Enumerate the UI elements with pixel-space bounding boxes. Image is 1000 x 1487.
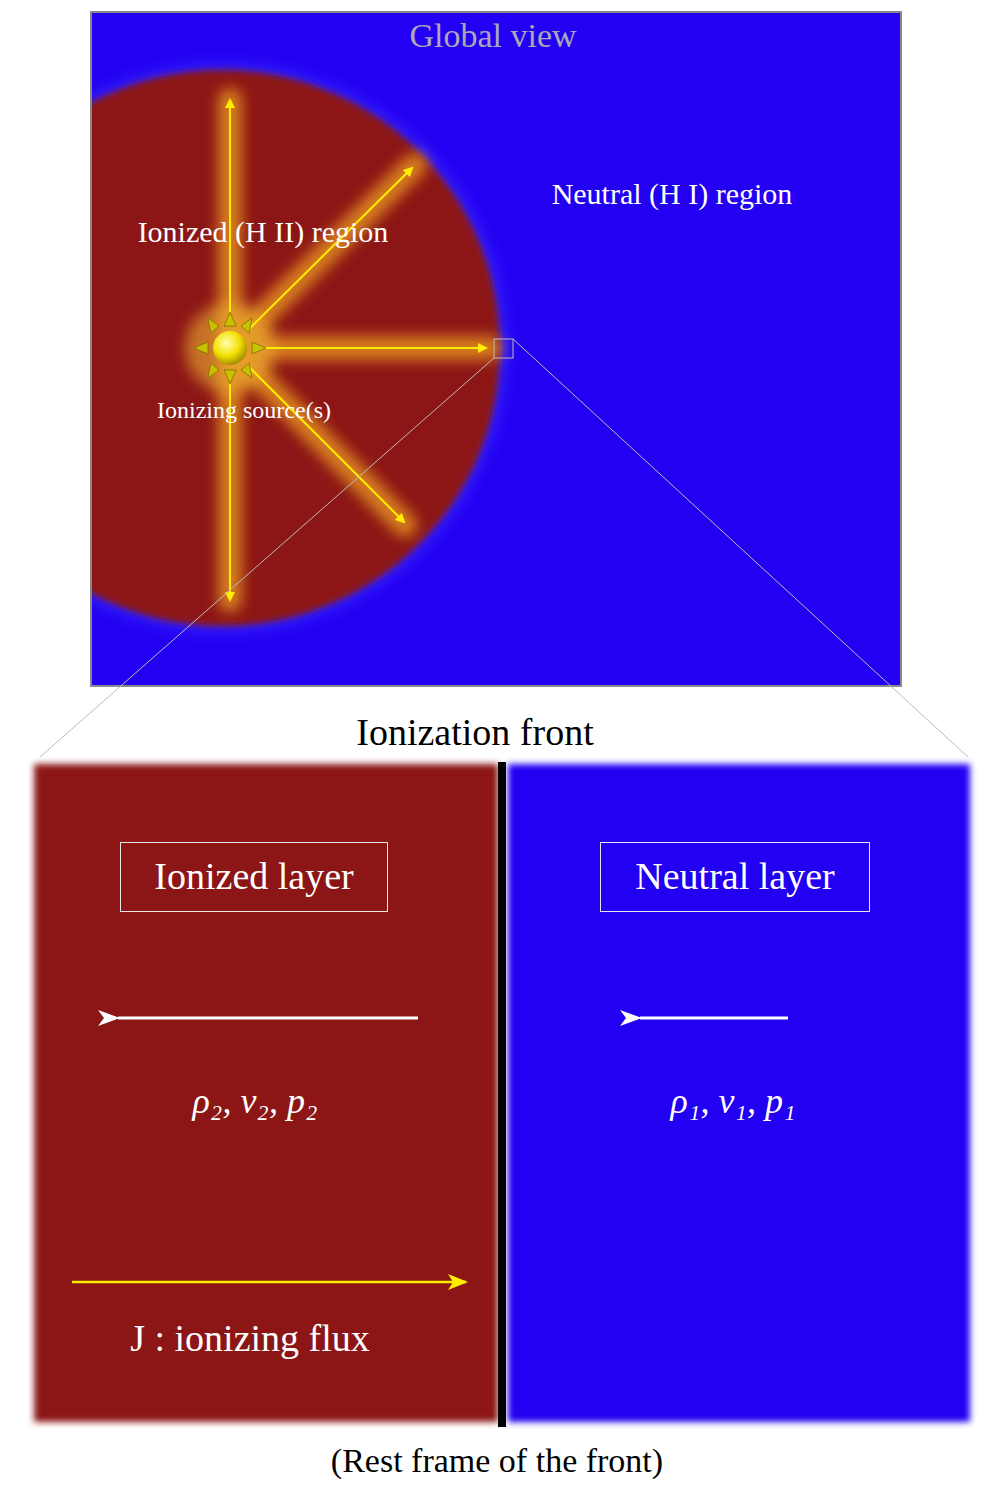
ionized-layer [34,764,498,1422]
flux-label: J : ionizing flux [130,1317,370,1361]
layer-label-box: Ionized layer [120,842,388,912]
ionizing-source [213,331,247,365]
ionized-region [92,70,500,626]
state-variables: ρ₁, v₁, p₁ [671,1081,796,1122]
ionization-front-line [498,762,506,1427]
zoom-line [40,358,494,757]
source-label: Ionizing source(s) [157,397,331,425]
state-variables: ρ₂, v₂, p₂ [193,1081,318,1122]
panel-title: Global view [409,16,576,55]
front-label: Ionization front [356,711,593,755]
sun-spikes [194,312,266,384]
flow-arrow [118,1017,418,1020]
layer-label: Ionized layer [154,856,353,898]
zoom-box [494,339,513,358]
region-label: Ionized (H II) region [138,215,389,250]
layer-label: Neutral layer [635,856,834,898]
flow-arrow [640,1017,788,1020]
neutral-layer [508,764,970,1422]
layer-label-box: Neutral layer [600,842,870,912]
caption-note: (Rest frame of the front) [331,1441,663,1480]
flux-arrow [72,1281,466,1284]
zoom-line [513,339,968,757]
region-label: Neutral (H I) region [552,177,793,212]
ray-arrows [230,100,486,600]
